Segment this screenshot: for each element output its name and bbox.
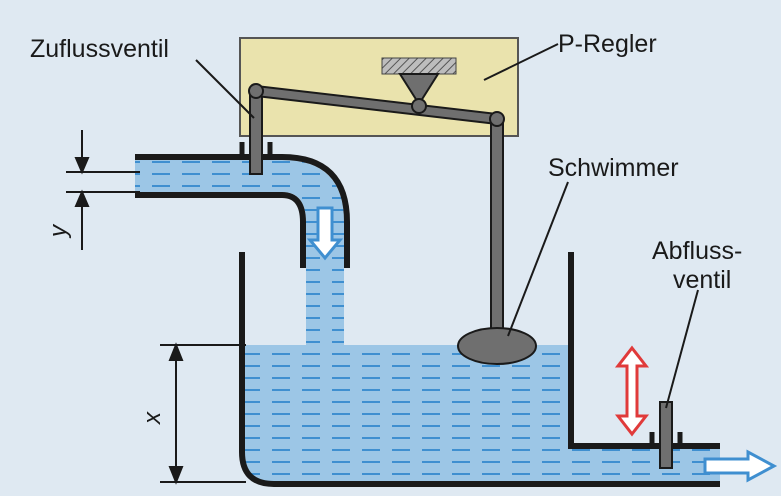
inflow-pipe	[135, 154, 350, 268]
leader-lines	[195, 43, 699, 409]
inflow-stream	[306, 268, 344, 348]
joint-left	[248, 83, 264, 99]
dimension-x-label: x	[139, 411, 166, 425]
flow-down-arrow-icon	[306, 206, 344, 261]
outflow-valve-label-line2: ventil	[673, 266, 731, 294]
tank-water	[242, 345, 720, 482]
dimension-y	[66, 130, 140, 250]
outflow-valve	[649, 401, 683, 469]
controller-label: P-Regler	[558, 30, 657, 58]
pivot-support	[381, 57, 457, 106]
dimension-y-label: y	[45, 223, 72, 239]
float-rod	[490, 117, 504, 349]
flow-right-arrow-icon	[703, 449, 778, 483]
joint-pivot	[411, 98, 427, 114]
float	[457, 327, 537, 365]
inflow-valve-label: Zuflussventil	[30, 35, 169, 63]
inflow-pipe-water	[135, 160, 344, 268]
float-label: Schwimmer	[548, 154, 679, 182]
adjust-updown-arrow-icon	[614, 345, 650, 437]
joint-right	[489, 111, 505, 127]
dimension-x	[160, 342, 246, 485]
outflow-valve-label-line1: Abfluss-	[652, 237, 742, 265]
